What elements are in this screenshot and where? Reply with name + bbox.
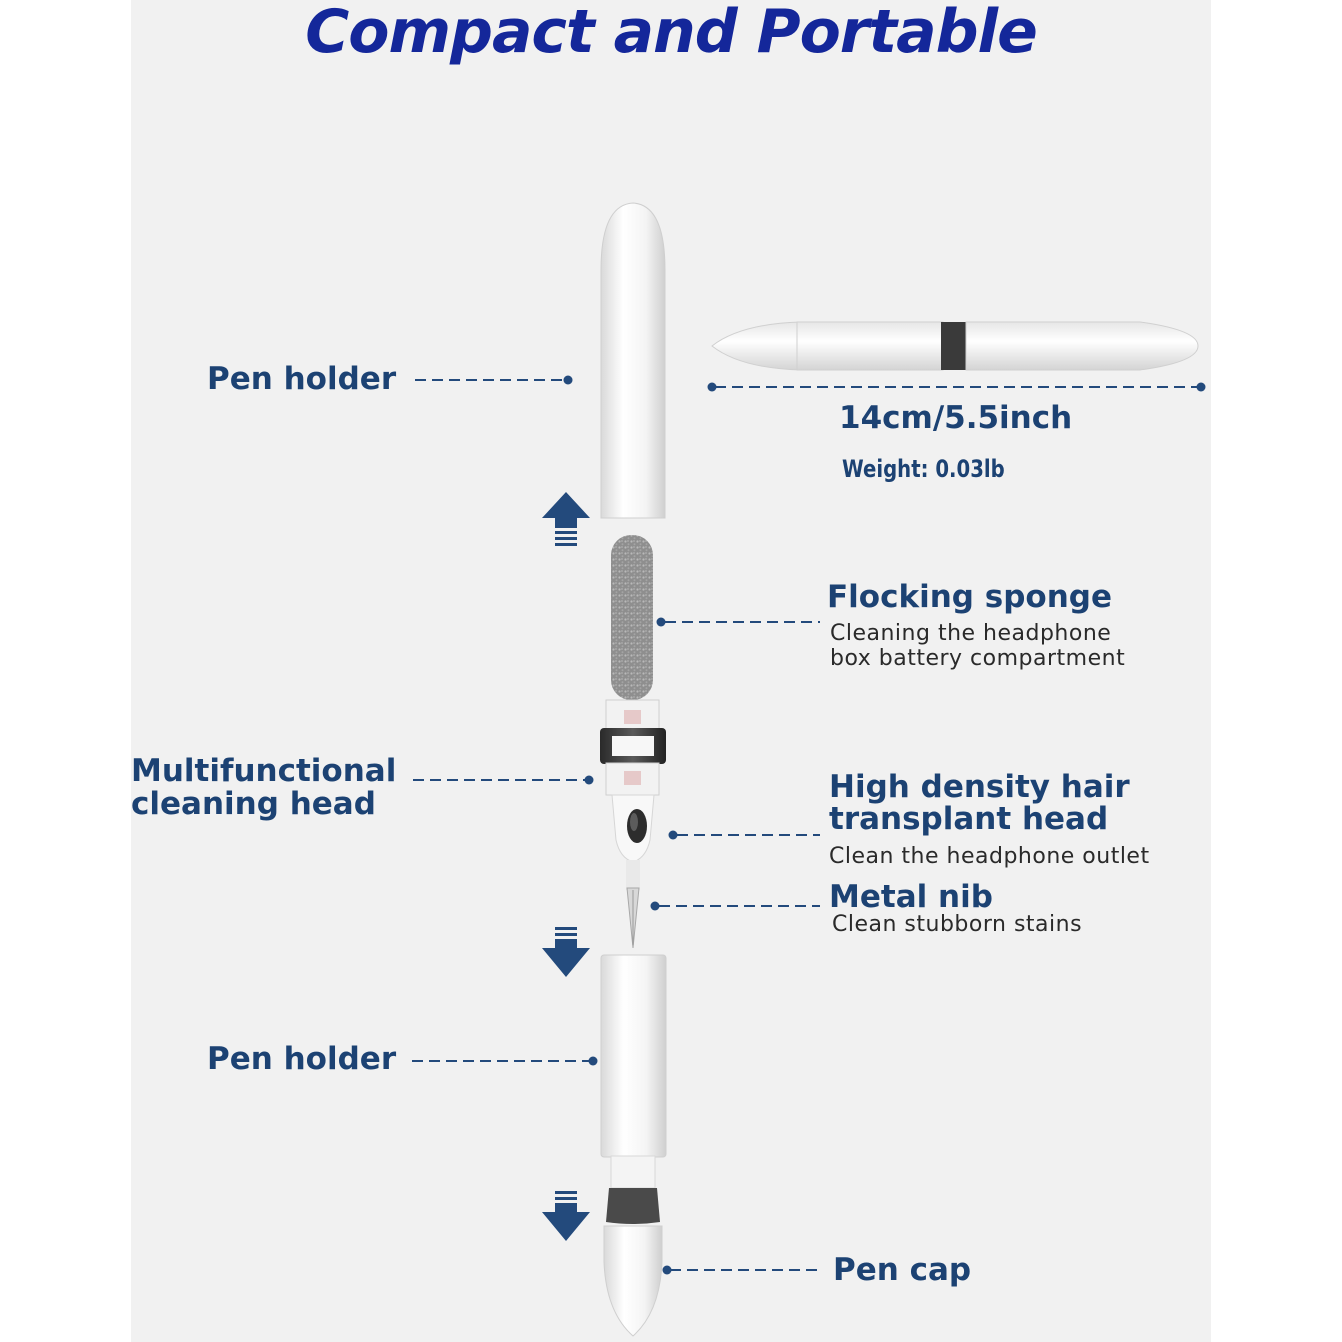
hair-head-title-line1: High density hair [829,769,1130,805]
hair-head-title-line2: transplant head [829,801,1109,837]
pen-holder-bottom-graphic [600,954,667,1224]
leader-lines [412,379,1198,1271]
pen-cap-label: Pen cap [833,1252,972,1288]
pen-cap-graphic [603,1225,663,1337]
arrow-up-icon [542,492,590,546]
flocking-sponge-title: Flocking sponge [827,579,1112,615]
page-title: Compact and Portable [305,0,1038,67]
pen-holder-bottom-label: Pen holder [207,1041,397,1077]
arrow-down-icon [542,1191,590,1241]
assembled-pen-graphic [711,321,1199,371]
pen-holder-top-label: Pen holder [207,361,397,397]
weight-spec: Weight: 0.03lb [842,455,1005,483]
multifunctional-label-line2: cleaning head [131,786,376,822]
flocking-sponge-graphic [611,535,653,700]
leader-dots [563,375,1206,1275]
flocking-sponge-desc-line1: Cleaning the headphone [830,621,1112,646]
cleaning-head-graphic [600,699,666,949]
metal-nib-desc: Clean stubborn stains [832,912,1083,937]
flocking-sponge-desc-line2: box battery compartment [830,646,1126,671]
metal-nib-title: Metal nib [829,879,993,915]
multifunctional-label-line1: Multifunctional [131,753,397,789]
hair-head-desc: Clean the headphone outlet [829,844,1150,869]
pen-holder-top-graphic [600,202,666,519]
background-panel [131,0,1211,1342]
arrow-down-icon [542,927,590,977]
length-spec: 14cm/5.5inch [839,400,1073,436]
